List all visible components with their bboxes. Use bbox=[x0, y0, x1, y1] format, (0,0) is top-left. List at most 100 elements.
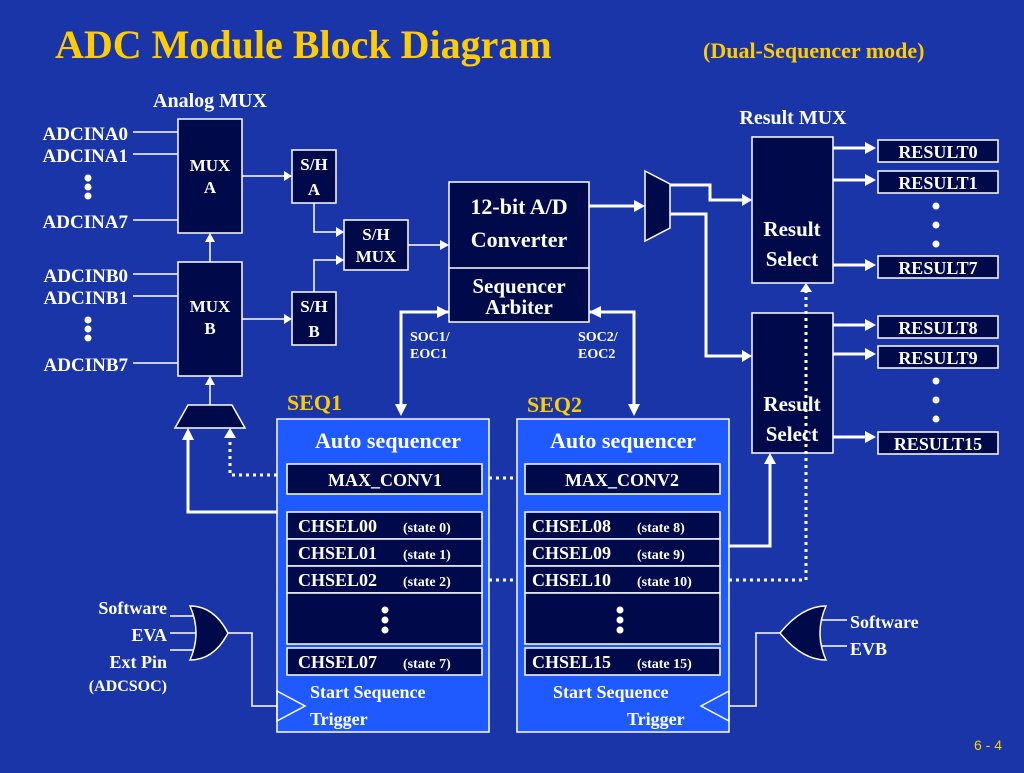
seq2-trigger-label-1: Start Sequence bbox=[553, 682, 669, 702]
mux-a-label-2: A bbox=[204, 178, 217, 197]
seq1-ellipsis bbox=[381, 606, 389, 634]
soc1-label-2: EOC1 bbox=[410, 347, 447, 362]
adc-converter-block bbox=[448, 181, 590, 323]
seq1-chsel02-state: (state 2) bbox=[403, 575, 451, 590]
ellipsis-results-bottom bbox=[932, 377, 940, 423]
input-label-adcinb0: ADCINB0 bbox=[44, 266, 128, 287]
result-select-2-label-2: Select bbox=[766, 422, 818, 446]
result15-register bbox=[877, 431, 999, 455]
seq1-chsel00-register bbox=[286, 511, 483, 540]
sh-a-label-2: A bbox=[308, 180, 321, 199]
input-label-adcina1: ADCINA1 bbox=[43, 146, 129, 167]
soc2-label-1: SOC2/ bbox=[578, 330, 619, 345]
result-select-1-label-2: Select bbox=[766, 247, 818, 271]
result-select-2-label-1: Result bbox=[763, 392, 820, 416]
trigger-right-evb: EVB bbox=[850, 639, 887, 659]
arbiter-label-2: Arbiter bbox=[485, 295, 553, 319]
or-gate-left-icon bbox=[188, 605, 229, 661]
result9-label: RESULT9 bbox=[898, 348, 977, 368]
seq2-chsel09-register bbox=[524, 538, 721, 567]
seq1-max-conv-register bbox=[286, 463, 483, 495]
seq2-chsel08-state: (state 8) bbox=[637, 521, 685, 536]
result15-label: RESULT15 bbox=[894, 434, 982, 454]
mux-b-label-1: MUX bbox=[190, 297, 231, 316]
seq2-chsel10-name: CHSEL10 bbox=[532, 570, 611, 590]
sh-mux-label-2: MUX bbox=[356, 247, 397, 266]
mux-a-label-1: MUX bbox=[190, 156, 231, 175]
input-label-adcinb7: ADCINB7 bbox=[44, 355, 129, 376]
trigger-left-software: Software bbox=[98, 598, 167, 618]
seq2-chsel15-state: (state 15) bbox=[637, 657, 692, 672]
sh-mux-block bbox=[343, 219, 409, 271]
seq2-heading: Auto sequencer bbox=[550, 428, 696, 453]
seq1-trigger-label-1: Start Sequence bbox=[310, 682, 426, 702]
result-mux-shape bbox=[644, 169, 671, 243]
select-mux-shape bbox=[173, 404, 247, 429]
trigger-left-ext-pin: Ext Pin bbox=[109, 652, 167, 672]
result1-register bbox=[877, 170, 999, 194]
seq2-chsel08-name: CHSEL08 bbox=[532, 516, 611, 536]
result7-register bbox=[877, 255, 999, 279]
converter-label-2: Converter bbox=[471, 227, 568, 252]
result-select-1-block bbox=[751, 136, 834, 284]
arbiter-label-1: Sequencer bbox=[472, 274, 565, 298]
seq1-chsel07-register bbox=[286, 647, 483, 676]
ellipsis-b bbox=[84, 316, 92, 342]
seq2-chsel09-name: CHSEL09 bbox=[532, 543, 611, 563]
ellipsis-results-top bbox=[932, 202, 940, 248]
result0-register bbox=[877, 139, 999, 163]
result-select-1-label-1: Result bbox=[763, 217, 820, 241]
seq2-max-conv-register bbox=[524, 463, 721, 495]
result0-label: RESULT0 bbox=[898, 142, 977, 162]
sh-a-block bbox=[291, 149, 337, 204]
page-number: 6 - 4 bbox=[974, 737, 1002, 753]
ellipsis-a bbox=[84, 174, 92, 200]
sh-b-label-1: S/H bbox=[300, 297, 327, 316]
seq1-chsel01-name: CHSEL01 bbox=[298, 543, 377, 563]
seq1-chsel00-name: CHSEL00 bbox=[298, 516, 377, 536]
seq2-ellipsis bbox=[616, 606, 624, 634]
seq2-chsel09-state: (state 9) bbox=[637, 548, 685, 563]
result-mux-label: Result MUX bbox=[739, 107, 847, 129]
trigger-left-eva: EVA bbox=[131, 625, 167, 645]
converter-label-1: 12-bit A/D bbox=[470, 194, 567, 219]
or-gate-right-icon bbox=[779, 605, 828, 661]
trigger-right-software: Software bbox=[850, 612, 919, 632]
soc2-label-2: EOC2 bbox=[578, 347, 615, 362]
seq1-max-conv-label: MAX_CONV1 bbox=[328, 470, 442, 490]
seq1-chsel07-state: (state 7) bbox=[403, 657, 451, 672]
mux-a-block bbox=[177, 118, 243, 234]
seq2-chsel10-state: (state 10) bbox=[637, 575, 692, 590]
seq2-max-conv-label: MAX_CONV2 bbox=[565, 470, 679, 490]
seq2-label: SEQ2 bbox=[527, 392, 582, 417]
seq1-label: SEQ1 bbox=[287, 390, 342, 415]
page-subtitle: (Dual-Sequencer mode) bbox=[703, 38, 924, 63]
sh-b-block bbox=[291, 291, 337, 346]
seq2-chsel08-register bbox=[524, 511, 721, 540]
input-label-adcinb1: ADCINB1 bbox=[44, 288, 128, 309]
seq1-heading: Auto sequencer bbox=[315, 428, 461, 453]
seq1-chsel01-state: (state 1) bbox=[403, 548, 451, 563]
input-label-adcina7: ADCINA7 bbox=[43, 212, 129, 233]
result8-register bbox=[877, 315, 999, 339]
result7-label: RESULT7 bbox=[898, 258, 977, 278]
seq2-chsel15-register bbox=[524, 647, 721, 676]
seq1-trigger-label-2: Trigger bbox=[310, 709, 368, 729]
seq1-chsel02-name: CHSEL02 bbox=[298, 570, 377, 590]
result8-label: RESULT8 bbox=[898, 318, 977, 338]
sh-a-label-1: S/H bbox=[300, 155, 327, 174]
seq1-chsel07-name: CHSEL07 bbox=[298, 652, 377, 672]
result1-label: RESULT1 bbox=[898, 173, 977, 193]
result9-register bbox=[877, 345, 999, 369]
seq2-chsel15-name: CHSEL15 bbox=[532, 652, 611, 672]
seq1-chsel00-state: (state 0) bbox=[403, 521, 451, 536]
input-label-adcina0: ADCINA0 bbox=[43, 124, 129, 145]
sh-mux-label-1: S/H bbox=[362, 225, 389, 244]
analog-mux-label: Analog MUX bbox=[153, 90, 267, 112]
sh-b-label-2: B bbox=[308, 322, 319, 341]
soc1-label-1: SOC1/ bbox=[410, 330, 451, 345]
seq2-trigger-label-2: Trigger bbox=[627, 709, 685, 729]
mux-b-label-2: B bbox=[204, 319, 215, 338]
